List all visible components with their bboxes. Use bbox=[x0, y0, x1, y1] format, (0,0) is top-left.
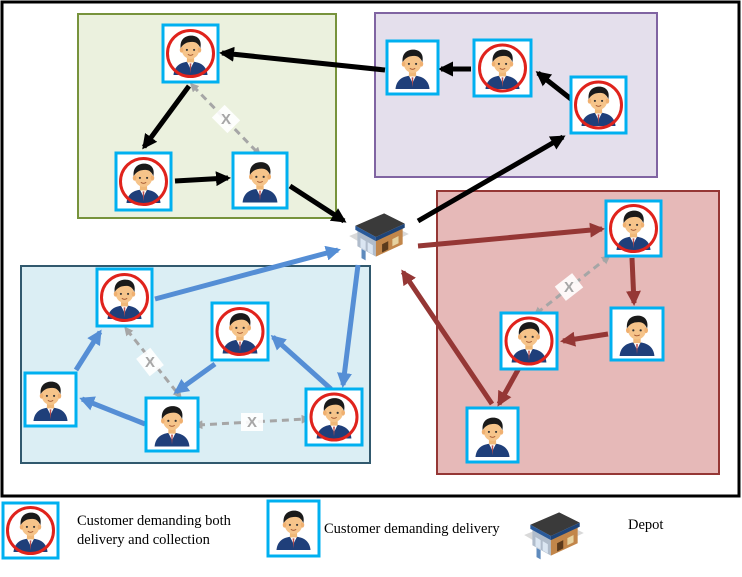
customer-node-both bbox=[304, 387, 364, 447]
forbidden-marks: X X X X bbox=[136, 104, 584, 431]
route-arrow bbox=[154, 245, 341, 302]
legend-both-line1: Customer demanding both bbox=[77, 513, 231, 529]
customer-node-delivery bbox=[23, 371, 78, 428]
customer-node-both bbox=[472, 38, 533, 98]
legend bbox=[1, 499, 584, 560]
route-green bbox=[141, 84, 347, 224]
route-arrow bbox=[288, 183, 347, 224]
legend-delivery-label: Customer demanding delivery bbox=[324, 521, 500, 537]
legend-both-label: Customer demanding both delivery and col… bbox=[77, 512, 267, 550]
legend-depot-label: Depot bbox=[628, 517, 664, 533]
forbidden-link-green bbox=[189, 82, 262, 157]
forbidden-mark: X bbox=[145, 354, 155, 371]
route-arrow bbox=[400, 269, 495, 406]
route-red bbox=[400, 222, 641, 407]
customer-node-delivery bbox=[465, 406, 520, 464]
route-arrow bbox=[79, 396, 146, 427]
customer-node-delivery bbox=[144, 396, 200, 453]
route-arrow bbox=[417, 222, 605, 249]
route-blue bbox=[73, 245, 361, 427]
route-arrow bbox=[173, 361, 217, 395]
forbidden-mark: X bbox=[564, 279, 574, 296]
route-arrow bbox=[560, 331, 609, 347]
customer-node-both bbox=[210, 301, 270, 362]
legend-both-line2: delivery and collection bbox=[77, 532, 210, 548]
legend-delivery-icon bbox=[266, 499, 321, 558]
route-arrow bbox=[141, 84, 192, 150]
customer-node-both bbox=[499, 311, 559, 371]
customers bbox=[23, 23, 665, 464]
forbidden-link-red bbox=[533, 255, 611, 316]
route-arrow bbox=[219, 46, 386, 73]
route-arrow bbox=[337, 264, 361, 388]
legend-both-icon bbox=[1, 501, 60, 560]
customer-node-both bbox=[569, 75, 628, 135]
depot-icon bbox=[524, 512, 584, 560]
customer-node-both bbox=[161, 23, 220, 84]
route-arrow bbox=[496, 366, 522, 407]
route-arrow bbox=[416, 134, 566, 224]
forbidden-mark: X bbox=[247, 414, 257, 431]
customer-node-both bbox=[95, 267, 154, 328]
customer-node-delivery bbox=[231, 151, 289, 210]
customer-node-both bbox=[114, 151, 173, 212]
route-arrow bbox=[625, 257, 641, 306]
route-arrow bbox=[535, 71, 573, 101]
forbidden-mark: X bbox=[221, 111, 231, 128]
route-arrow bbox=[270, 334, 333, 391]
route-purple bbox=[219, 46, 573, 224]
customer-node-both bbox=[604, 199, 663, 258]
customer-node-delivery bbox=[609, 306, 665, 362]
customer-node-delivery bbox=[385, 39, 440, 96]
route-arrow bbox=[174, 171, 231, 187]
route-arrow bbox=[73, 329, 103, 372]
